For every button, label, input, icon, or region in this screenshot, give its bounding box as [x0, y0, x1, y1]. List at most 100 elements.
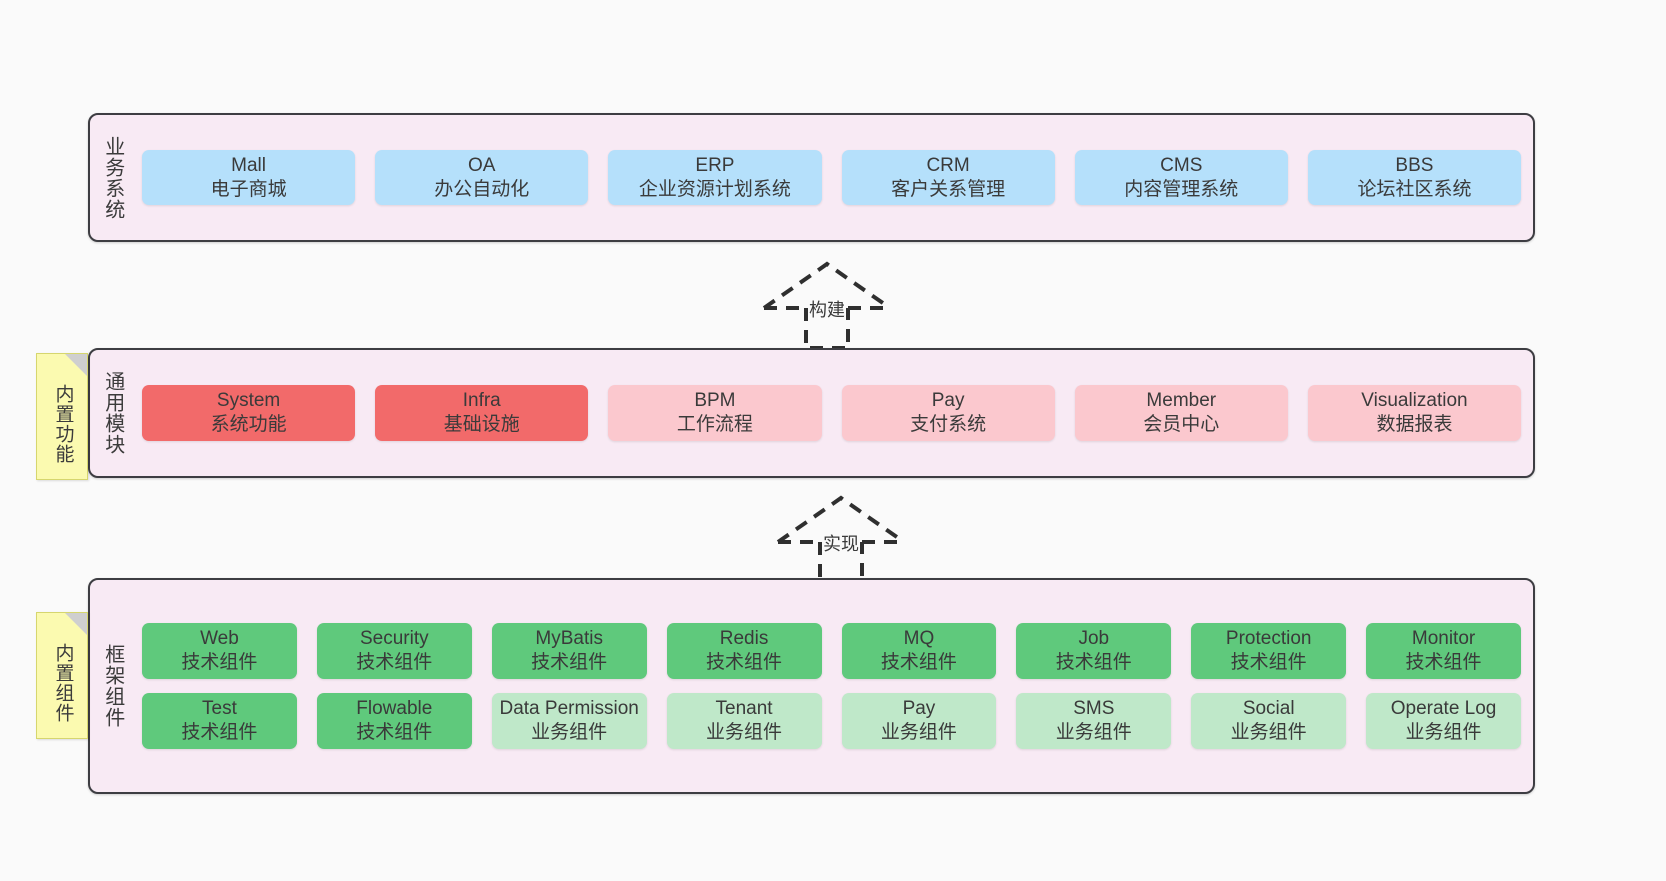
note-fold-icon [65, 613, 87, 635]
card-test[interactable]: Test 技术组件 [142, 693, 297, 749]
card-test-desc: 技术组件 [181, 721, 258, 743]
card-data-permission[interactable]: Data Permission 业务组件 [491, 693, 647, 749]
card-erp-name: ERP [695, 154, 735, 176]
card-system[interactable]: System 系统功能 [142, 385, 356, 441]
card-erp[interactable]: ERP 企业资源计划系统 [608, 149, 822, 206]
card-infra[interactable]: Infra 基础设施 [375, 385, 589, 441]
card-security[interactable]: Security 技术组件 [316, 623, 472, 679]
card-erp-desc: 企业资源计划系统 [638, 178, 791, 200]
card-member[interactable]: Member 会员中心 [1074, 385, 1288, 441]
card-web-desc: 技术组件 [181, 652, 258, 674]
card-web-name: Web [200, 628, 239, 650]
arrow-build: 构建 [752, 258, 902, 350]
card-mq[interactable]: MQ 技术组件 [841, 623, 997, 679]
card-crm-name: CRM [926, 154, 970, 176]
layer-business-system[interactable]: 业务系统 Mall 电子商城 OA 办公自动化 ERP 企业资源计划系统 CRM [88, 113, 1535, 242]
card-mall[interactable]: Mall 电子商城 [142, 149, 356, 206]
framework-tech-row: Web 技术组件 Security 技术组件 MyBatis 技术组件 Redi… [142, 623, 1521, 679]
layer-framework-components[interactable]: 框架组件 Web 技术组件 Security 技术组件 MyBatis 技术组件… [88, 578, 1535, 794]
card-mybatis-name: MyBatis [535, 628, 603, 650]
card-redis[interactable]: Redis 技术组件 [666, 623, 822, 679]
card-sms[interactable]: SMS 业务组件 [1016, 693, 1172, 749]
business-card-row: Mall 电子商城 OA 办公自动化 ERP 企业资源计划系统 CRM 客户关系… [142, 149, 1522, 206]
card-data-permission-name: Data Permission [499, 698, 639, 719]
note-builtin-components-label: 内置组件 [52, 642, 74, 723]
card-social[interactable]: Social 业务组件 [1191, 693, 1347, 749]
card-visualization[interactable]: Visualization 数据报表 [1307, 385, 1522, 441]
card-data-permission-desc: 业务组件 [531, 721, 608, 743]
card-system-desc: 系统功能 [210, 414, 287, 435]
card-mybatis-desc: 技术组件 [531, 652, 608, 674]
card-infra-desc: 基础设施 [443, 414, 520, 435]
layer-business-body: Mall 电子商城 OA 办公自动化 ERP 企业资源计划系统 CRM 客户关系… [134, 115, 1533, 240]
card-crm[interactable]: CRM 客户关系管理 [841, 149, 1055, 206]
card-member-name: Member [1146, 390, 1217, 412]
layer-framework-body: Web 技术组件 Security 技术组件 MyBatis 技术组件 Redi… [134, 580, 1533, 792]
card-protection[interactable]: Protection 技术组件 [1191, 623, 1347, 679]
card-protection-desc: 技术组件 [1230, 652, 1307, 674]
modules-card-row: System 系统功能 Infra 基础设施 BPM 工作流程 Pay 支付系统… [142, 385, 1522, 441]
card-operate-log-desc: 业务组件 [1405, 721, 1482, 743]
card-monitor-name: Monitor [1411, 628, 1476, 650]
card-system-name: System [216, 390, 281, 412]
card-protection-name: Protection [1225, 628, 1312, 650]
card-social-desc: 业务组件 [1230, 721, 1307, 743]
card-flowable-desc: 技术组件 [356, 721, 433, 743]
card-bbs[interactable]: BBS 论坛社区系统 [1307, 149, 1522, 206]
card-bbs-desc: 论坛社区系统 [1357, 178, 1472, 200]
layer-framework-title: 框架组件 [101, 644, 124, 728]
card-cms-name: CMS [1160, 154, 1203, 176]
layer-business-title: 业务系统 [101, 135, 124, 220]
card-security-desc: 技术组件 [356, 652, 433, 674]
card-sms-desc: 业务组件 [1055, 721, 1132, 743]
card-flowable-name: Flowable [356, 698, 433, 719]
card-tenant[interactable]: Tenant 业务组件 [666, 693, 822, 749]
card-test-name: Test [202, 698, 237, 719]
card-sms-name: SMS [1073, 698, 1115, 719]
card-monitor-desc: 技术组件 [1405, 652, 1482, 674]
card-bpm-name: BPM [694, 390, 736, 412]
card-visualization-desc: 数据报表 [1376, 414, 1453, 435]
card-mall-name: Mall [231, 154, 266, 176]
note-builtin-components: 内置组件 [36, 612, 88, 739]
framework-biz-row: Test 技术组件 Flowable 技术组件 Data Permission … [142, 693, 1521, 749]
card-tenant-name: Tenant [715, 698, 773, 719]
card-cms-desc: 内容管理系统 [1124, 178, 1239, 200]
card-mybatis[interactable]: MyBatis 技术组件 [491, 623, 647, 679]
note-builtin-features: 内置功能 [36, 353, 88, 480]
card-security-name: Security [359, 628, 429, 650]
card-social-name: Social [1242, 698, 1295, 719]
card-bpm[interactable]: BPM 工作流程 [608, 385, 822, 441]
card-monitor[interactable]: Monitor 技术组件 [1366, 623, 1521, 679]
card-mq-name: MQ [903, 628, 935, 650]
arrow-implement: 实现 [766, 492, 916, 584]
card-pay-module-name: Pay [931, 390, 965, 412]
card-visualization-name: Visualization [1361, 390, 1468, 412]
card-oa-name: OA [468, 154, 496, 176]
card-pay-module-desc: 支付系统 [910, 414, 987, 435]
card-pay-component-name: Pay [902, 698, 936, 719]
card-job-name: Job [1078, 628, 1110, 650]
card-pay-component[interactable]: Pay 业务组件 [841, 693, 997, 749]
layer-modules-title: 通用模块 [101, 371, 124, 455]
note-fold-icon [65, 354, 87, 376]
note-builtin-features-label: 内置功能 [52, 383, 74, 464]
layer-modules-body: System 系统功能 Infra 基础设施 BPM 工作流程 Pay 支付系统… [134, 350, 1533, 476]
card-cms[interactable]: CMS 内容管理系统 [1074, 149, 1288, 206]
card-web[interactable]: Web 技术组件 [142, 623, 297, 679]
card-pay-module[interactable]: Pay 支付系统 [841, 385, 1055, 441]
card-redis-desc: 技术组件 [706, 652, 783, 674]
card-flowable[interactable]: Flowable 技术组件 [316, 693, 472, 749]
card-infra-name: Infra [462, 390, 501, 412]
arrow-implement-label: 实现 [823, 534, 859, 554]
card-operate-log[interactable]: Operate Log 业务组件 [1366, 693, 1521, 749]
card-redis-name: Redis [719, 628, 769, 650]
card-member-desc: 会员中心 [1143, 414, 1220, 435]
card-oa[interactable]: OA 办公自动化 [375, 149, 589, 206]
layer-common-modules[interactable]: 通用模块 System 系统功能 Infra 基础设施 BPM 工作流程 Pay [88, 348, 1535, 478]
card-oa-desc: 办公自动化 [434, 178, 530, 200]
card-job[interactable]: Job 技术组件 [1016, 623, 1172, 679]
card-bpm-desc: 工作流程 [676, 414, 753, 435]
card-job-desc: 技术组件 [1055, 652, 1132, 674]
